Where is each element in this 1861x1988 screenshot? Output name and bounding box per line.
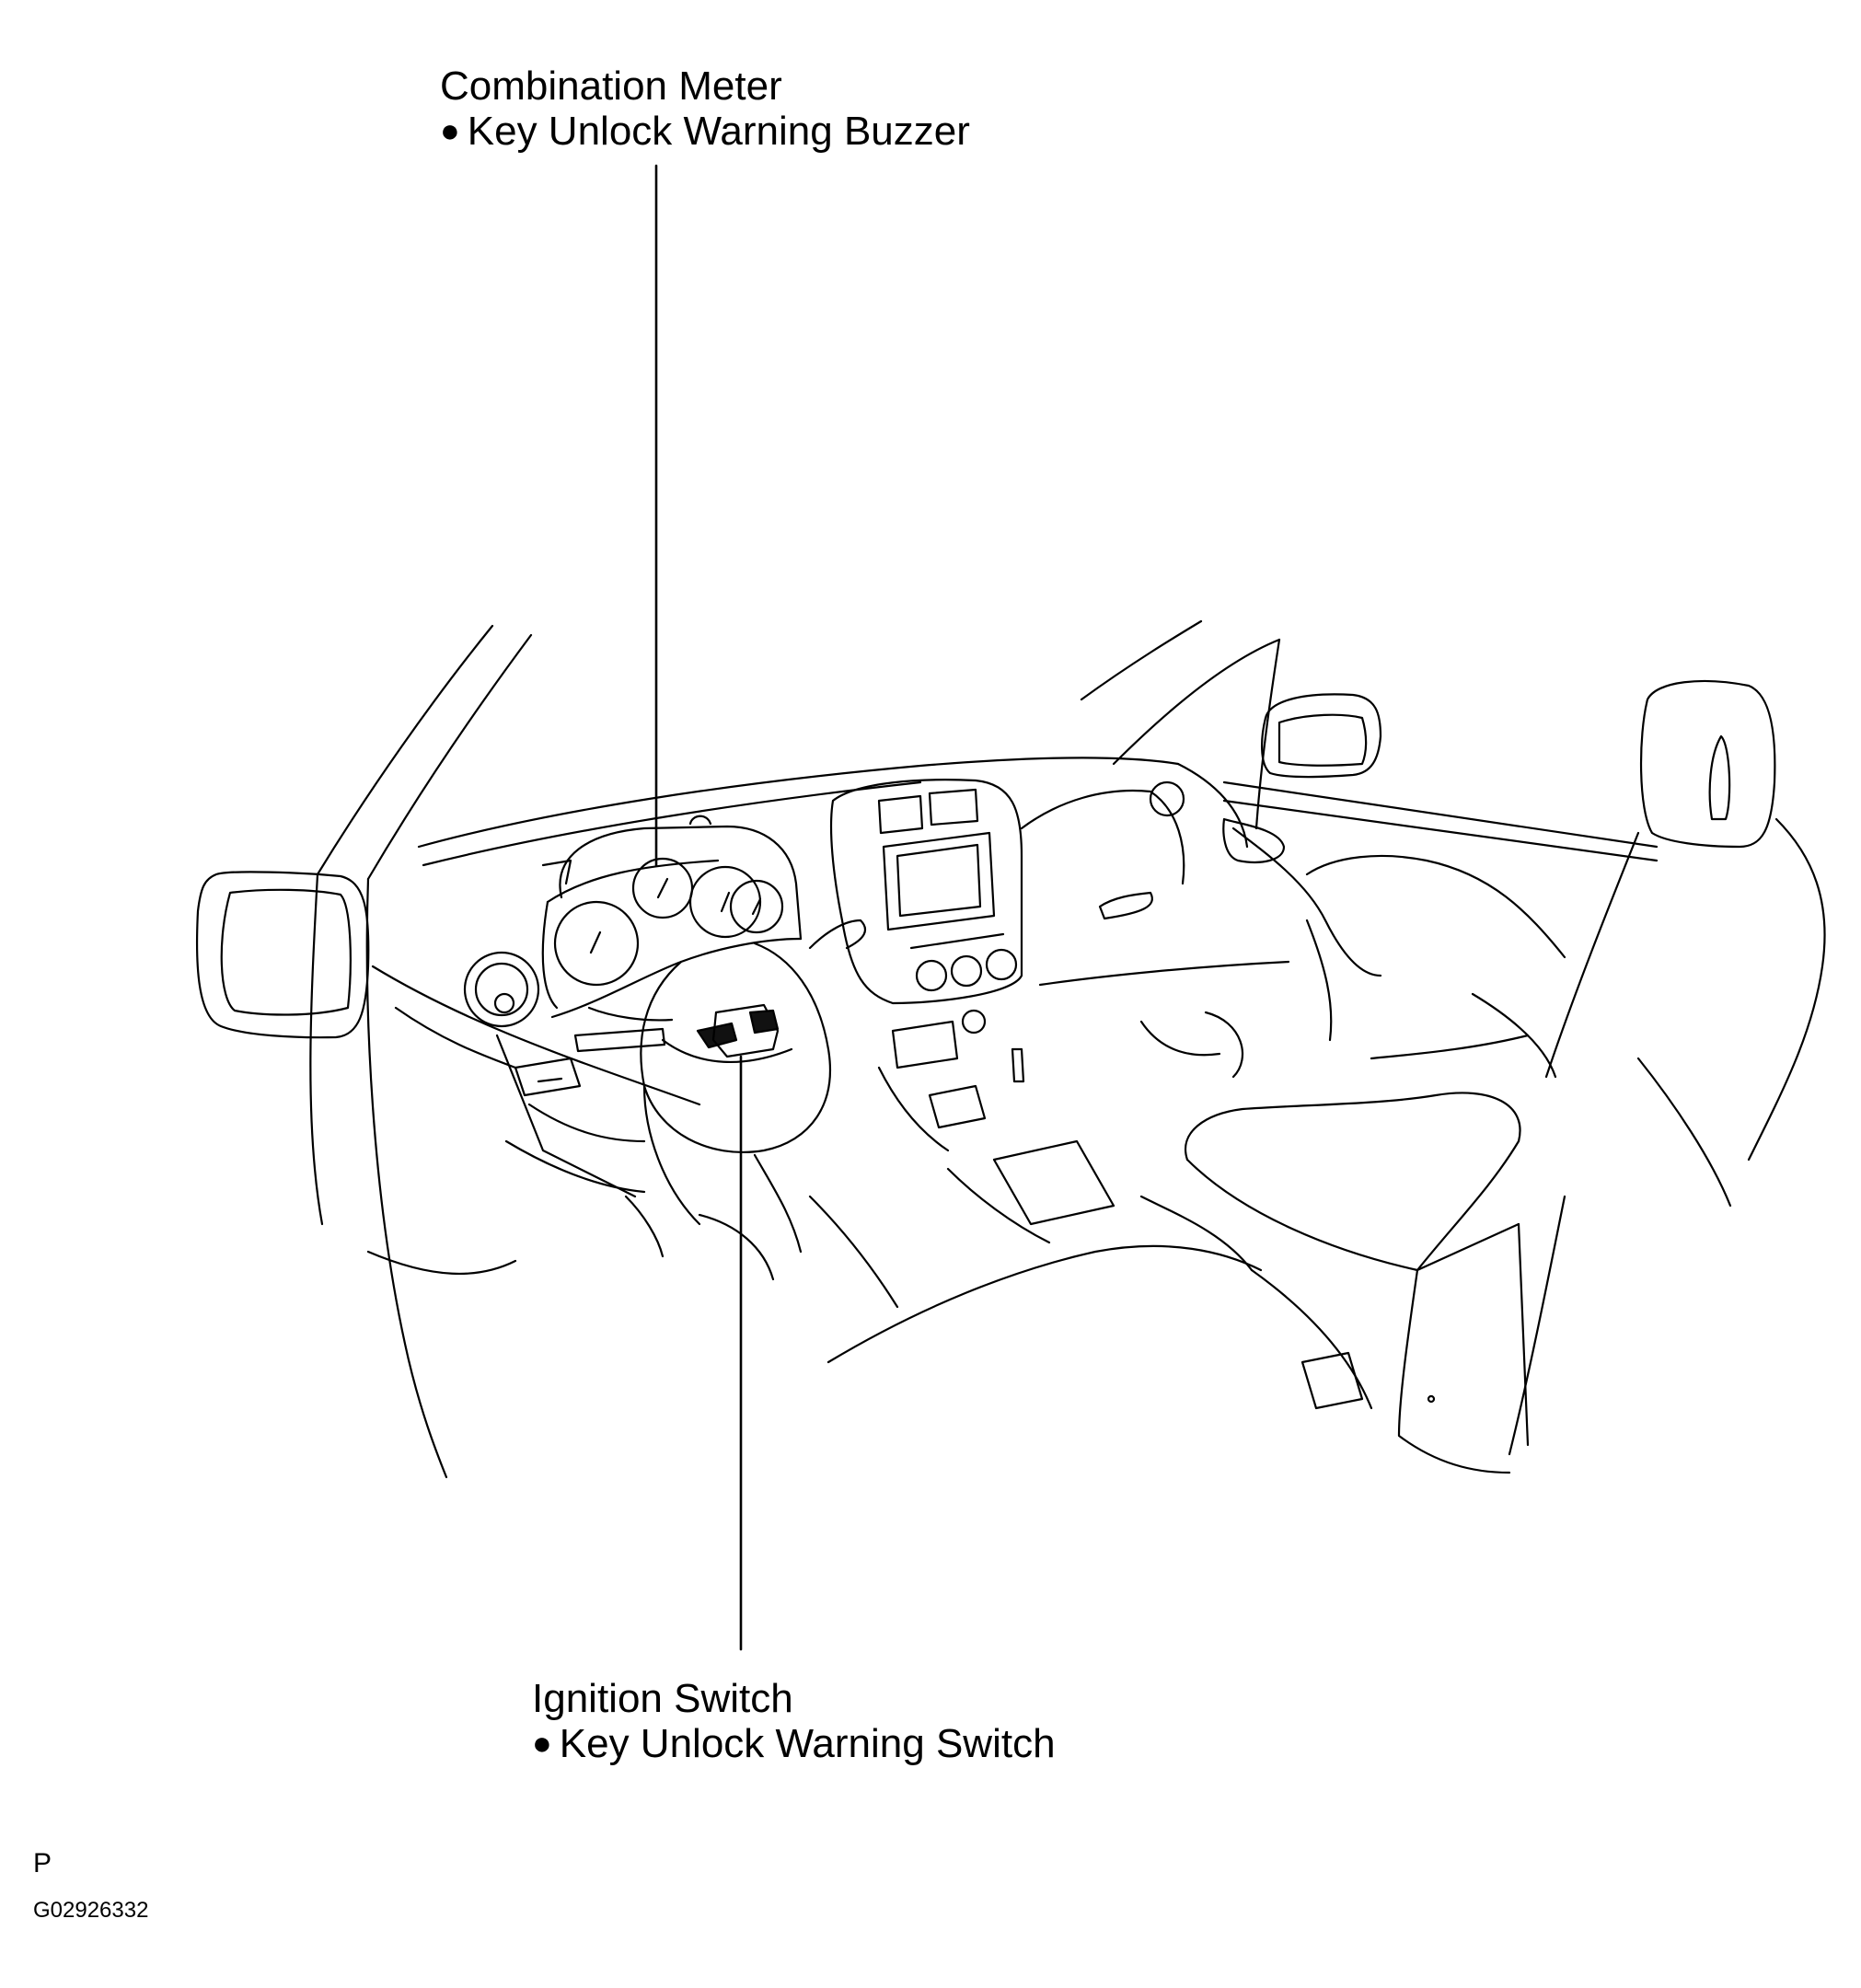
passenger-dashboard [1020, 780, 1290, 1079]
steering-column [573, 919, 867, 1254]
left-door-frame [309, 624, 533, 1479]
driver-seat-contour [624, 1195, 1263, 1364]
ignition-switch-label: Ignition Switch [532, 1676, 793, 1721]
page-code: P [33, 1848, 52, 1878]
ignition-switch [696, 1003, 780, 1058]
right-door-frame [1222, 638, 1659, 1079]
combination-meter-label: Combination Meter [440, 64, 782, 109]
bullet-icon: ● [440, 111, 460, 149]
ignition-switch-callout: Ignition Switch ●Key Unlock Warning Swit… [532, 1677, 1056, 1766]
dashboard [371, 619, 1281, 1198]
bullet-icon: ● [532, 1724, 552, 1762]
key-unlock-warning-switch-item: ●Key Unlock Warning Switch [532, 1721, 1056, 1766]
right-side-mirror [1260, 693, 1382, 779]
combination-meter-cluster [541, 815, 803, 1019]
center-armrest [1139, 1092, 1530, 1474]
key-unlock-warning-buzzer-label: Key Unlock Warning Buzzer [467, 109, 970, 154]
combination-meter-callout: Combination Meter ●Key Unlock Warning Bu… [440, 64, 970, 154]
figure-id: G02926332 [33, 1898, 149, 1923]
center-console [829, 779, 1115, 1244]
key-unlock-warning-switch-label: Key Unlock Warning Switch [559, 1721, 1056, 1766]
passenger-seat [1508, 679, 1826, 1456]
left-side-mirror [195, 871, 370, 1039]
key-unlock-warning-buzzer-item: ●Key Unlock Warning Buzzer [440, 109, 970, 154]
